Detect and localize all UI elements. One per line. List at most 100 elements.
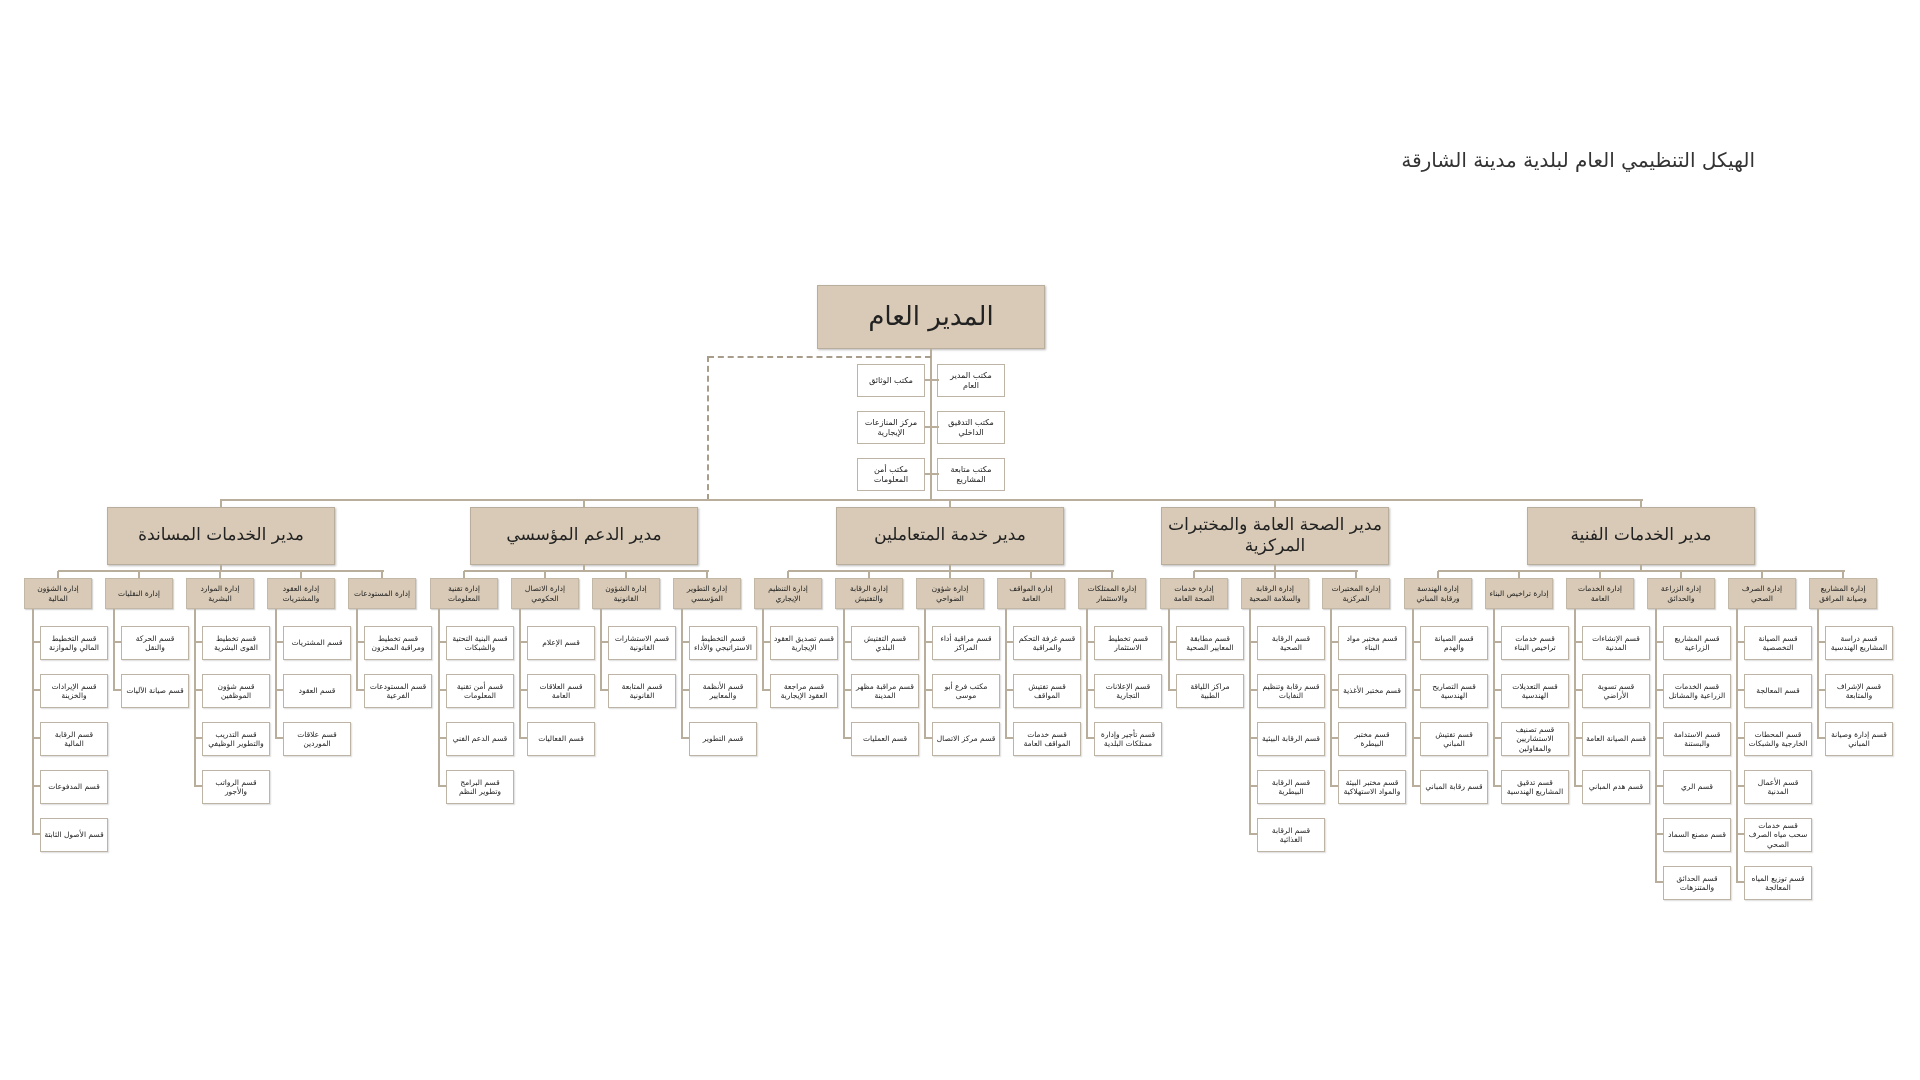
connector-line — [1737, 737, 1746, 739]
department-box: إدارة تراخيص البناء — [1485, 578, 1553, 609]
connector-line — [1656, 785, 1665, 787]
connector-line — [1574, 609, 1576, 787]
connector-line — [1817, 609, 1819, 739]
section-box: قسم المشاريع الزراعية — [1663, 626, 1731, 660]
section-box: قسم المحطات الخارجية والشبكات — [1744, 722, 1812, 756]
connector-line — [1169, 641, 1178, 643]
connector-line — [520, 641, 529, 643]
section-box: قسم صيانة الآليات — [121, 674, 189, 708]
connector-line — [682, 689, 691, 691]
connector-line — [1087, 641, 1096, 643]
connector-line — [195, 737, 204, 739]
connector-line — [114, 641, 123, 643]
connector-line — [1274, 500, 1276, 507]
department-box: إدارة المستودعات — [348, 578, 416, 609]
connector-line — [1250, 737, 1259, 739]
connector-line — [1006, 737, 1015, 739]
connector-line — [194, 609, 196, 787]
connector-line — [195, 689, 204, 691]
connector-line — [1494, 737, 1503, 739]
connector-line — [1818, 737, 1827, 739]
office-box: مكتب أمن المعلومات — [857, 458, 925, 491]
connector-line — [843, 609, 845, 739]
section-box: قسم تصنيف الاستشاريين والمقاولين — [1501, 722, 1569, 756]
office-box: مكتب الوثائق — [857, 364, 925, 397]
department-box: إدارة شؤون الضواحي — [916, 578, 984, 609]
section-box: قسم التخطيط المالي والموازنة — [40, 626, 108, 660]
section-box: قسم تخطيط الاستثمار — [1094, 626, 1162, 660]
connector-line — [601, 689, 610, 691]
section-box: قسم أمن تقنية المعلومات — [446, 674, 514, 708]
connector-line — [439, 641, 448, 643]
section-box: قسم خدمات سحب مياه الصرف الصحي — [1744, 818, 1812, 852]
department-box: إدارة التطوير المؤسسي — [673, 578, 741, 609]
section-box: قسم خدمات المواقف العامة — [1013, 722, 1081, 756]
connector-line — [763, 641, 772, 643]
connector-line — [682, 737, 691, 739]
connector-line — [1030, 571, 1032, 578]
connector-line — [1274, 565, 1276, 571]
section-box: قسم الدعم الفني — [446, 722, 514, 756]
connector-line — [58, 570, 384, 572]
connector-line — [788, 570, 1114, 572]
section-box: قسم مركز الاتصال — [932, 722, 1000, 756]
section-box: قسم تأجير وإدارة ممتلكات البلدية — [1094, 722, 1162, 756]
section-box: قسم الحركة والنقل — [121, 626, 189, 660]
connector-line — [1494, 641, 1503, 643]
connector-line — [949, 571, 951, 578]
connector-line — [868, 571, 870, 578]
connector-line — [276, 737, 285, 739]
connector-line — [1680, 571, 1682, 578]
connector-line — [1842, 571, 1844, 578]
connector-line — [275, 609, 277, 739]
connector-line — [949, 500, 951, 507]
section-box: قسم مختبر الأغذية — [1338, 674, 1406, 708]
connector-line — [925, 473, 933, 475]
connector-line — [681, 609, 683, 739]
connector-line — [583, 565, 585, 571]
connector-line — [1656, 881, 1665, 883]
connector-line — [706, 571, 708, 578]
department-box: إدارة الزراعة والحدائق — [1647, 578, 1715, 609]
section-box: قسم التدريب والتطوير الوظيفي — [202, 722, 270, 756]
connector-line — [1599, 571, 1601, 578]
connector-line — [1575, 737, 1584, 739]
connector-line — [1737, 785, 1746, 787]
section-box: قسم العقود — [283, 674, 351, 708]
connector-line — [1193, 571, 1195, 578]
section-box: قسم الإنشاءات المدنية — [1582, 626, 1650, 660]
connector-line — [33, 737, 42, 739]
connector-line — [463, 571, 465, 578]
section-box: قسم تفتيش المواقف — [1013, 674, 1081, 708]
connector-line — [33, 641, 42, 643]
connector-line — [583, 500, 585, 507]
connector-line — [844, 737, 853, 739]
connector-line — [520, 689, 529, 691]
connector-line — [276, 641, 285, 643]
connector-line — [1412, 609, 1414, 787]
connector-line — [601, 641, 610, 643]
section-box: قسم المتابعة القانونية — [608, 674, 676, 708]
connector-line — [1111, 571, 1113, 578]
section-box: قسم التطوير — [689, 722, 757, 756]
connector-line — [1331, 689, 1340, 691]
department-box: إدارة التنظيم الإيجاري — [754, 578, 822, 609]
connector-line — [1087, 737, 1096, 739]
connector-line — [113, 609, 115, 691]
connector-line — [32, 609, 34, 835]
connector-line — [1413, 737, 1422, 739]
connector-line — [682, 641, 691, 643]
section-box: قسم مصنع السماد — [1663, 818, 1731, 852]
dashed-connector — [708, 356, 931, 358]
connector-line — [925, 737, 934, 739]
connector-line — [1656, 833, 1665, 835]
connector-line — [762, 609, 764, 691]
section-box: قسم البرامج وتطوير النظم — [446, 770, 514, 804]
connector-line — [33, 689, 42, 691]
connector-line — [1575, 785, 1584, 787]
department-box: إدارة الموارد البشرية — [186, 578, 254, 609]
section-box: مكتب فرع أبو موسى — [932, 674, 1000, 708]
section-box: قسم الاستشارات القانونية — [608, 626, 676, 660]
section-box: قسم إدارة وصيانة المباني — [1825, 722, 1893, 756]
connector-line — [844, 641, 853, 643]
